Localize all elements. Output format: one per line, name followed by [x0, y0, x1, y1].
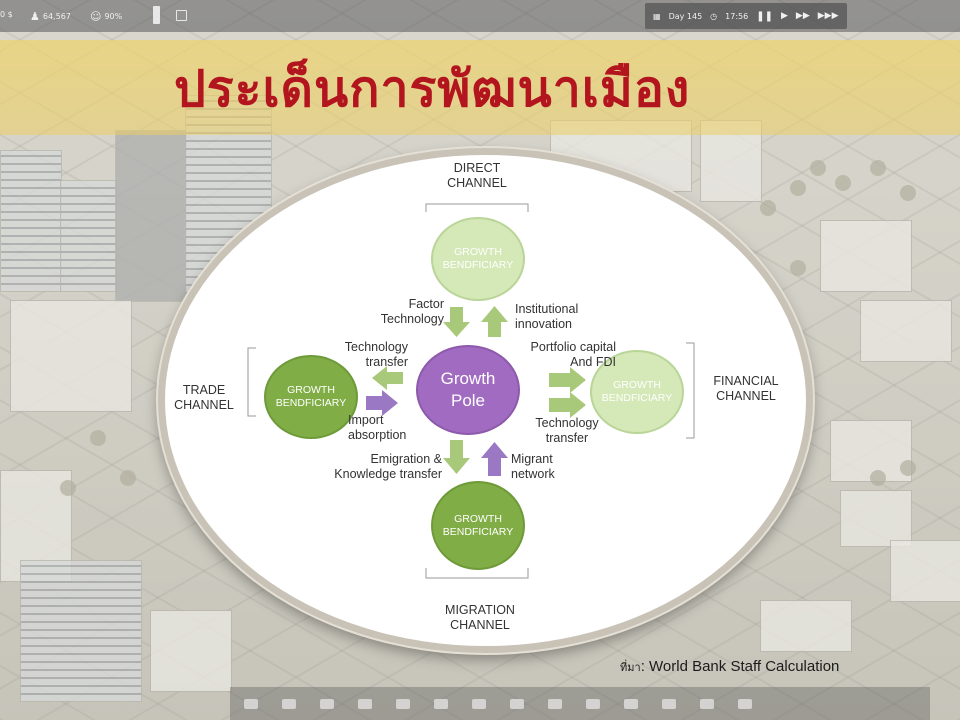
happiness-value: 90%: [104, 12, 123, 21]
factor-arrow: [443, 307, 470, 337]
game-hud: 0 $ ♟ 64,567 ☺ 90% ▦ Day 145 ◷ 17:56 ❚❚ …: [0, 0, 960, 32]
migration-bracket: [425, 568, 529, 579]
smiley-icon: ☺: [90, 10, 102, 23]
building-tool-icon[interactable]: [358, 698, 372, 709]
title-band: [0, 40, 960, 135]
zone-tool-icon[interactable]: [282, 698, 296, 709]
road-tool-icon[interactable]: [244, 698, 258, 709]
play-icon[interactable]: ▶: [780, 11, 788, 21]
money-stat: 0 $: [0, 10, 13, 19]
emigration-arrow: [443, 440, 470, 474]
tech-transfer-left-arrow: [372, 366, 403, 390]
calendar-icon: ▦: [653, 11, 661, 21]
circle-tool-icon[interactable]: [320, 698, 334, 709]
source-prefix: ที่มา: [620, 662, 641, 674]
power-tool-icon[interactable]: [396, 698, 410, 709]
source-note: ที่มา: World Bank Staff Calculation: [620, 658, 839, 676]
bottom-toolbar: [230, 687, 930, 720]
money-value: 0 $: [0, 10, 13, 19]
time-controls: ▦ Day 145 ◷ 17:56 ❚❚ ▶ ▶▶ ▶▶▶: [645, 3, 847, 29]
fastest-icon[interactable]: ▶▶▶: [817, 11, 839, 21]
population-stat: ♟ 64,567: [30, 10, 71, 23]
square-icon[interactable]: [176, 10, 187, 21]
direct-bracket: [425, 203, 529, 212]
pause-icon[interactable]: ❚❚: [756, 10, 773, 22]
settings-tool-icon[interactable]: [738, 698, 752, 709]
institutional-arrow: [481, 306, 508, 337]
fire-tool-icon[interactable]: [624, 698, 638, 709]
alarm-icon: ◷: [710, 11, 718, 21]
meter-slot: [153, 6, 160, 24]
trade-bracket: [247, 347, 256, 417]
happiness-stat: ☺ 90%: [90, 10, 122, 23]
migrant-arrow: [481, 442, 508, 476]
portfolio-arrow: [549, 367, 586, 393]
population-value: 64,567: [42, 12, 71, 21]
day-value: Day 145: [668, 11, 703, 21]
fast-forward-icon[interactable]: ▶▶: [795, 11, 810, 21]
slide-title: ประเด็นการพัฒนาเมือง: [174, 59, 691, 118]
financial-bracket: [686, 342, 695, 439]
time-value: 17:56: [725, 11, 749, 21]
bulldoze-tool-icon[interactable]: [700, 698, 714, 709]
source-text: : World Bank Staff Calculation: [640, 658, 840, 675]
tech-transfer-right-arrow: [549, 392, 586, 418]
emigration-knowledge-label: Emigration &Knowledge transfer: [334, 452, 442, 481]
water-tool-icon[interactable]: [434, 698, 448, 709]
import-arrow: [366, 390, 398, 416]
transport-tool-icon[interactable]: [510, 698, 524, 709]
park-tool-icon[interactable]: [548, 698, 562, 709]
person-icon: ♟: [30, 10, 40, 23]
service-tool-icon[interactable]: [472, 698, 486, 709]
health-tool-icon[interactable]: [662, 698, 676, 709]
police-tool-icon[interactable]: [586, 698, 600, 709]
